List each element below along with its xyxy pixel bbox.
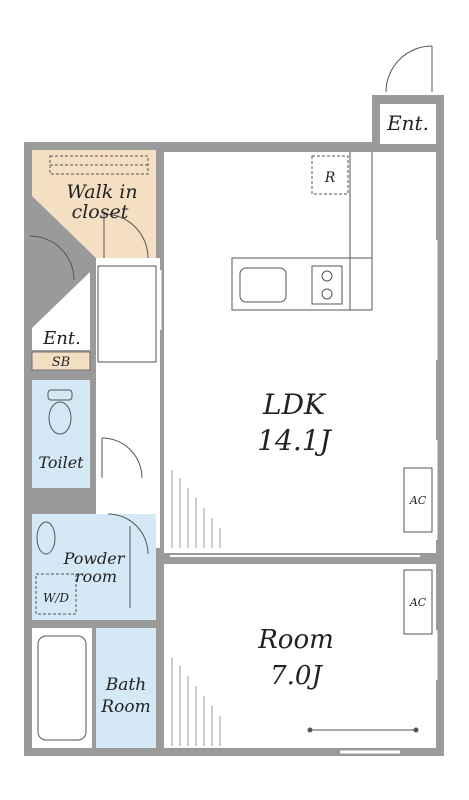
entrance-door-swing <box>385 45 433 93</box>
shoe-box-label: SB <box>52 355 70 370</box>
toilet-door-swing <box>101 437 143 479</box>
closet-label-line2: closet <box>72 201 129 223</box>
hallway-storage <box>97 265 157 363</box>
hallway-floor <box>96 258 160 548</box>
room-name: Room <box>257 625 334 655</box>
bathtub <box>37 635 87 741</box>
closet-floor <box>32 150 156 258</box>
powder-door-swing <box>107 513 149 555</box>
fixtures <box>29 45 438 754</box>
powder-room-floor <box>32 514 156 620</box>
ac-room-label: AC <box>409 596 427 609</box>
ac-unit-room <box>403 569 433 635</box>
bathtub-area <box>32 628 92 748</box>
refrigerator <box>311 155 349 195</box>
shoe-box <box>31 351 91 371</box>
toilet-bowl <box>48 401 72 435</box>
room-labels: Ent. Walk in closet R LDK 14.1J Ent. SB … <box>38 111 429 717</box>
entrance-side-floor <box>32 272 90 350</box>
bath-label-line2: Room <box>100 697 150 717</box>
bath-label-line1: Bath <box>105 675 146 695</box>
ac-unit-ldk <box>403 467 433 533</box>
floors <box>31 104 436 748</box>
toilet-label: Toilet <box>38 453 84 472</box>
entrance-side-label: Ent. <box>42 328 81 349</box>
stove <box>311 265 343 305</box>
ac-ldk-label: AC <box>409 494 427 507</box>
ldk-name: LDK <box>262 388 327 421</box>
washer-space <box>35 573 77 615</box>
washbasin <box>36 521 56 555</box>
entrance-top-label: Ent. <box>386 111 429 135</box>
sun-hatch <box>171 470 221 746</box>
ldk-floor <box>164 152 436 554</box>
sink <box>239 267 287 303</box>
powder-label-line2: room <box>75 567 117 586</box>
room-size: 7.0J <box>270 661 323 691</box>
entrance-side-door-swing <box>29 235 75 281</box>
ldk-size: 14.1J <box>257 424 332 457</box>
closet-door-swing <box>103 213 149 259</box>
bath-room-floor <box>96 628 156 748</box>
entrance-top-floor <box>380 104 436 144</box>
room-floor <box>164 564 436 748</box>
refrigerator-label: R <box>324 170 336 186</box>
closet-label-line1: Walk in <box>66 181 137 203</box>
powder-label-line1: Powder <box>63 549 126 568</box>
washer-label: W/D <box>43 591 69 605</box>
